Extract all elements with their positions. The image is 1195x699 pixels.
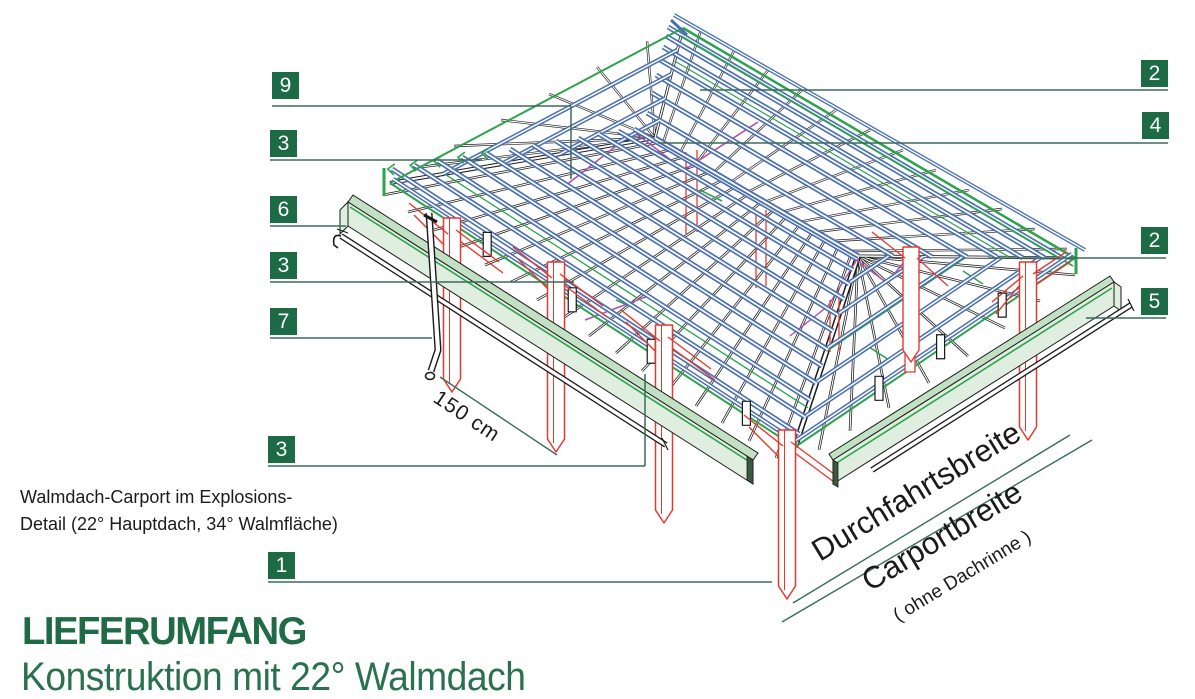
callout-badge-3b: 3 (270, 252, 297, 279)
dimension-lines (439, 376, 1093, 623)
callout-badge-1: 1 (268, 552, 295, 579)
callout-badge-3a: 3 (270, 130, 297, 157)
caption-line-2: Detail (22° Hauptdach, 34° Walmfläche) (20, 514, 338, 534)
caption-line-1: Walmdach-Carport im Explosions- (20, 487, 293, 507)
callout-leader-lines (268, 89, 1168, 583)
callout-badge-2a: 2 (1141, 60, 1168, 87)
page-title: LIEFERUMFANG (22, 610, 307, 653)
callout-badge-2b: 2 (1141, 227, 1168, 254)
callout-badge-6: 6 (270, 196, 297, 223)
callout-badge-9: 9 (272, 72, 299, 99)
callout-badge-7: 7 (270, 308, 297, 335)
callout-badge-3c: 3 (268, 436, 295, 463)
callout-badge-4: 4 (1142, 112, 1169, 139)
page-subtitle: Konstruktion mit 22° Walmdach (21, 655, 526, 699)
callout-badge-5: 5 (1141, 288, 1168, 315)
roof-structure (332, 13, 1135, 600)
diagram-caption: Walmdach-Carport im Explosions- Detail (… (20, 484, 338, 538)
